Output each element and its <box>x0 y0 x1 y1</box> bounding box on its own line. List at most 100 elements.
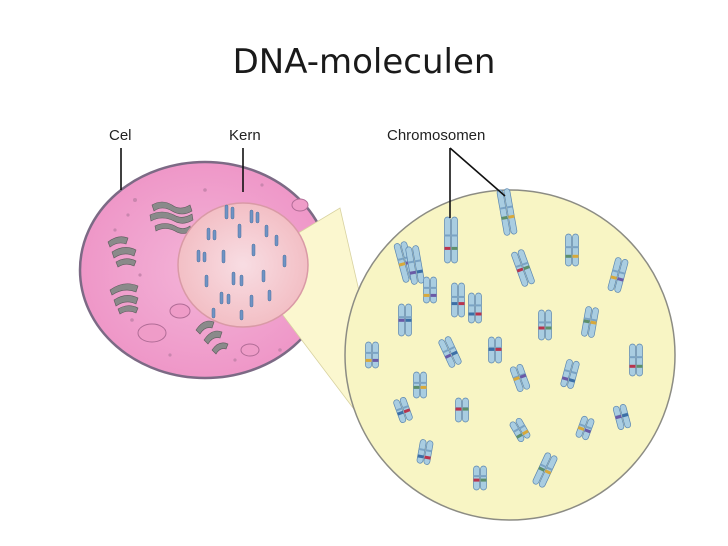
chromatid <box>420 371 427 399</box>
chromosome-pair <box>455 397 469 423</box>
zoom-chromosomes <box>365 188 643 491</box>
chromatid <box>496 189 511 236</box>
chromatid <box>614 259 629 293</box>
chromosome-band <box>430 293 437 297</box>
chromatid <box>503 188 518 235</box>
chromosome-band <box>451 350 458 356</box>
chromosome-band <box>538 466 545 472</box>
chromosome-band <box>444 353 452 359</box>
chromatid <box>575 415 588 438</box>
chromosome-band <box>577 426 585 431</box>
centromere <box>612 269 619 273</box>
chromosome-band <box>416 269 423 274</box>
chromosome-band <box>480 478 487 482</box>
chromosome-band <box>615 414 622 420</box>
nucleus-label: Kern <box>229 127 261 144</box>
chromatid <box>399 396 413 421</box>
centromere <box>430 286 437 289</box>
chromosome-band <box>584 428 592 434</box>
chromatid <box>572 233 579 267</box>
centromere <box>398 316 405 319</box>
centromere <box>414 259 421 263</box>
chromosome-pair <box>416 439 434 465</box>
chromosome-band <box>417 454 424 459</box>
chromosome-band <box>621 412 629 418</box>
chromosome-band <box>565 254 572 258</box>
centromere <box>451 295 458 298</box>
chromosome-band <box>444 246 451 250</box>
centromere <box>636 356 643 359</box>
centromere <box>448 345 456 351</box>
chromosome-band <box>636 364 643 368</box>
chromosome-pair <box>413 371 427 399</box>
centromere <box>451 234 458 237</box>
nucleus <box>177 202 309 328</box>
centromere <box>458 295 465 298</box>
chromosome-pair <box>538 309 552 341</box>
centromere <box>468 304 475 307</box>
leader-lines <box>120 147 506 218</box>
centromere <box>579 423 586 428</box>
cell-label: Cel <box>109 127 132 144</box>
chromosome-band <box>462 407 469 411</box>
chromosome-band <box>522 429 529 436</box>
centromere <box>488 346 495 349</box>
centromere <box>546 466 553 471</box>
chromosome-pair <box>468 292 482 324</box>
centromere <box>538 321 545 324</box>
centromere <box>513 427 520 433</box>
centromere <box>570 370 578 375</box>
chromosome-band <box>508 214 515 219</box>
chromosome-band <box>488 347 495 351</box>
chromosome-band <box>629 364 636 368</box>
centromere <box>407 260 415 264</box>
chromosome-band <box>583 319 590 324</box>
chromosome-band <box>513 376 520 382</box>
centromere <box>395 407 403 412</box>
slide-title: DNA-moleculen <box>232 42 496 82</box>
zoom-view <box>344 188 676 521</box>
chromatid <box>405 246 418 285</box>
centromere <box>545 321 552 324</box>
centromere <box>413 381 420 384</box>
chromatid <box>412 245 425 284</box>
chromosome-pair <box>575 415 595 441</box>
centromere <box>585 425 593 430</box>
chromatid <box>475 292 482 324</box>
chromosome-band <box>365 358 372 362</box>
chromosome-band <box>519 373 527 379</box>
chromosome-band <box>538 326 545 330</box>
chromatid <box>423 276 430 304</box>
centromere <box>506 205 513 209</box>
chromosome-band <box>501 215 508 220</box>
chromosome-pair <box>496 188 518 236</box>
chromosome-band <box>397 410 404 416</box>
chromosome-band <box>424 455 431 460</box>
chromosome-pair <box>473 465 487 491</box>
granules <box>113 183 307 362</box>
chromosome-band <box>458 302 465 306</box>
chromatid <box>545 309 552 341</box>
chromatid <box>468 292 475 324</box>
chromatid <box>538 309 545 341</box>
chromatid <box>393 399 407 424</box>
chromatid <box>458 282 465 318</box>
chromatid <box>480 465 487 491</box>
chromosome-band <box>403 408 411 414</box>
chromatid <box>413 371 420 399</box>
chromosome-pair <box>405 245 425 285</box>
centromere <box>565 246 572 249</box>
chromosomes-label: Chromosomen <box>387 127 486 144</box>
organelles <box>107 201 229 355</box>
chromosome-pair <box>509 364 531 392</box>
chromosome-band <box>405 318 412 322</box>
chromatid <box>393 243 410 283</box>
nucleus-chromosomes <box>196 204 287 321</box>
chromosome-band <box>545 326 552 330</box>
chromosome-pair <box>511 249 535 287</box>
chromosome-band <box>398 318 405 322</box>
chromosome-band <box>423 293 430 297</box>
chromosome-pair <box>629 343 643 377</box>
chromosome-band <box>590 320 597 325</box>
centromere <box>444 234 451 237</box>
